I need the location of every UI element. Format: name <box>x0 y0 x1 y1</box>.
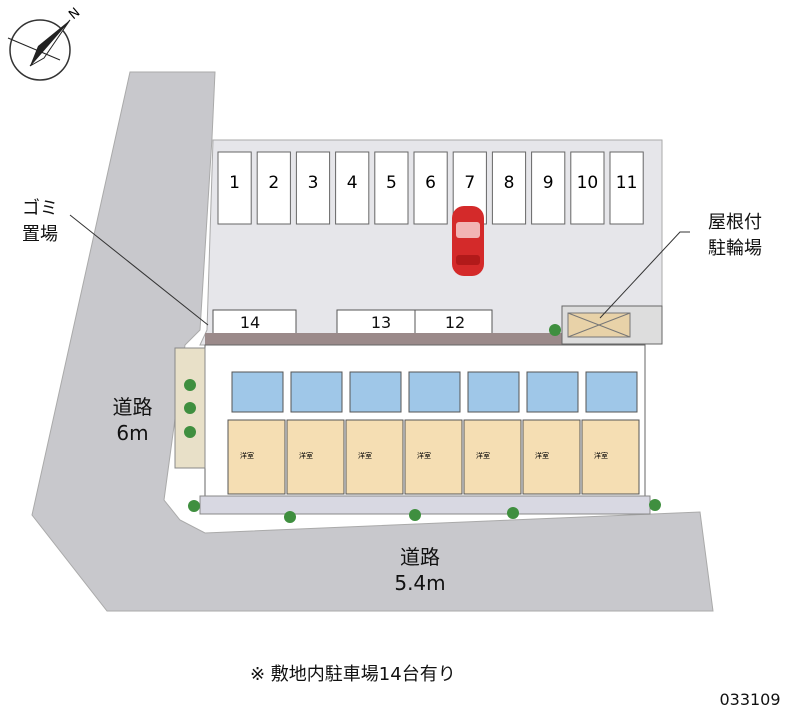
unit-1: 洋室 <box>227 371 286 495</box>
west-road-label: 道路 6m <box>95 394 170 446</box>
unit-6: 洋室 <box>522 371 581 495</box>
parking-slot-label: 7 <box>464 173 475 193</box>
property-code: 033109 <box>719 690 781 709</box>
parking-slot-4: 4 <box>335 151 370 225</box>
parking-slot-9: 9 <box>531 151 566 225</box>
parking-slot-label: 4 <box>347 173 358 193</box>
parking-slot-3: 3 <box>295 151 331 225</box>
west-road <box>31 71 714 612</box>
parking-slot-2: 2 <box>256 151 291 225</box>
unit-7: 洋室 <box>581 371 640 495</box>
room-label: 洋室 <box>240 451 254 460</box>
parking-slot-14: 14 <box>239 313 261 332</box>
parking-slot-8: 8 <box>491 151 527 225</box>
room-label: 洋室 <box>535 451 549 460</box>
garbage-line1: ゴミ <box>22 198 58 219</box>
unit-3: 洋室 <box>345 371 404 495</box>
building-units: 洋室 洋室 洋室 洋室 洋室 洋室 洋室 <box>227 371 640 495</box>
parking-slot-13: 13 <box>370 313 392 332</box>
parking-slot-label: 8 <box>504 173 515 193</box>
room-label: 洋室 <box>417 451 431 460</box>
parking-slot-5: 5 <box>374 151 409 225</box>
parking-slot-label: 11 <box>616 173 638 193</box>
parking-slot-label: 1 <box>229 173 240 193</box>
south-road-label: 道路 5.4m <box>365 544 475 596</box>
top-parking-slots: 1 2 3 4 5 6 7 8 9 10 11 <box>217 151 644 225</box>
garden-strip <box>174 347 661 523</box>
parking-slot-11: 11 <box>609 151 644 225</box>
south-road-name: 道路 <box>400 545 440 569</box>
parking-slot-6: 6 <box>413 151 448 225</box>
parking-slot-10: 10 <box>570 151 605 225</box>
bike-line1: 屋根付 <box>708 212 762 233</box>
bike-line2: 駐輪場 <box>708 238 762 259</box>
bike-leader <box>599 231 690 319</box>
north-label: N <box>66 5 83 23</box>
bike-parking-structure <box>549 305 663 345</box>
room-label: 洋室 <box>476 451 490 460</box>
north-arrow-icon: N <box>7 5 83 81</box>
room-label: 洋室 <box>299 451 313 460</box>
parking-slot-label: 3 <box>308 173 319 193</box>
room-label: 洋室 <box>358 451 372 460</box>
garbage-label: ゴミ 置場 <box>10 196 70 248</box>
unit-4: 洋室 <box>404 371 463 495</box>
walkway <box>205 333 645 345</box>
parking-slot-1: 1 <box>217 151 252 225</box>
parking-note: ※ 敷地内駐車場14台有り <box>250 664 456 685</box>
parking-slot-12: 12 <box>444 313 466 332</box>
lower-parking-slots <box>212 309 493 337</box>
unit-2: 洋室 <box>286 371 345 495</box>
bike-label: 屋根付 駐輪場 <box>690 210 780 262</box>
west-road-name: 道路 <box>112 395 153 419</box>
garbage-leader <box>69 214 209 326</box>
garbage-line2: 置場 <box>22 224 58 245</box>
parking-slot-label: 10 <box>577 173 599 193</box>
parking-slot-label: 2 <box>268 173 279 193</box>
parking-slot-label: 6 <box>425 173 436 193</box>
south-road-width: 5.4m <box>394 571 446 595</box>
parking-slot-label: 9 <box>543 173 554 193</box>
west-road-width: 6m <box>116 421 149 445</box>
unit-5: 洋室 <box>463 371 522 495</box>
car-icon <box>452 206 484 276</box>
parking-slot-label: 5 <box>386 173 397 193</box>
room-label: 洋室 <box>594 451 608 460</box>
